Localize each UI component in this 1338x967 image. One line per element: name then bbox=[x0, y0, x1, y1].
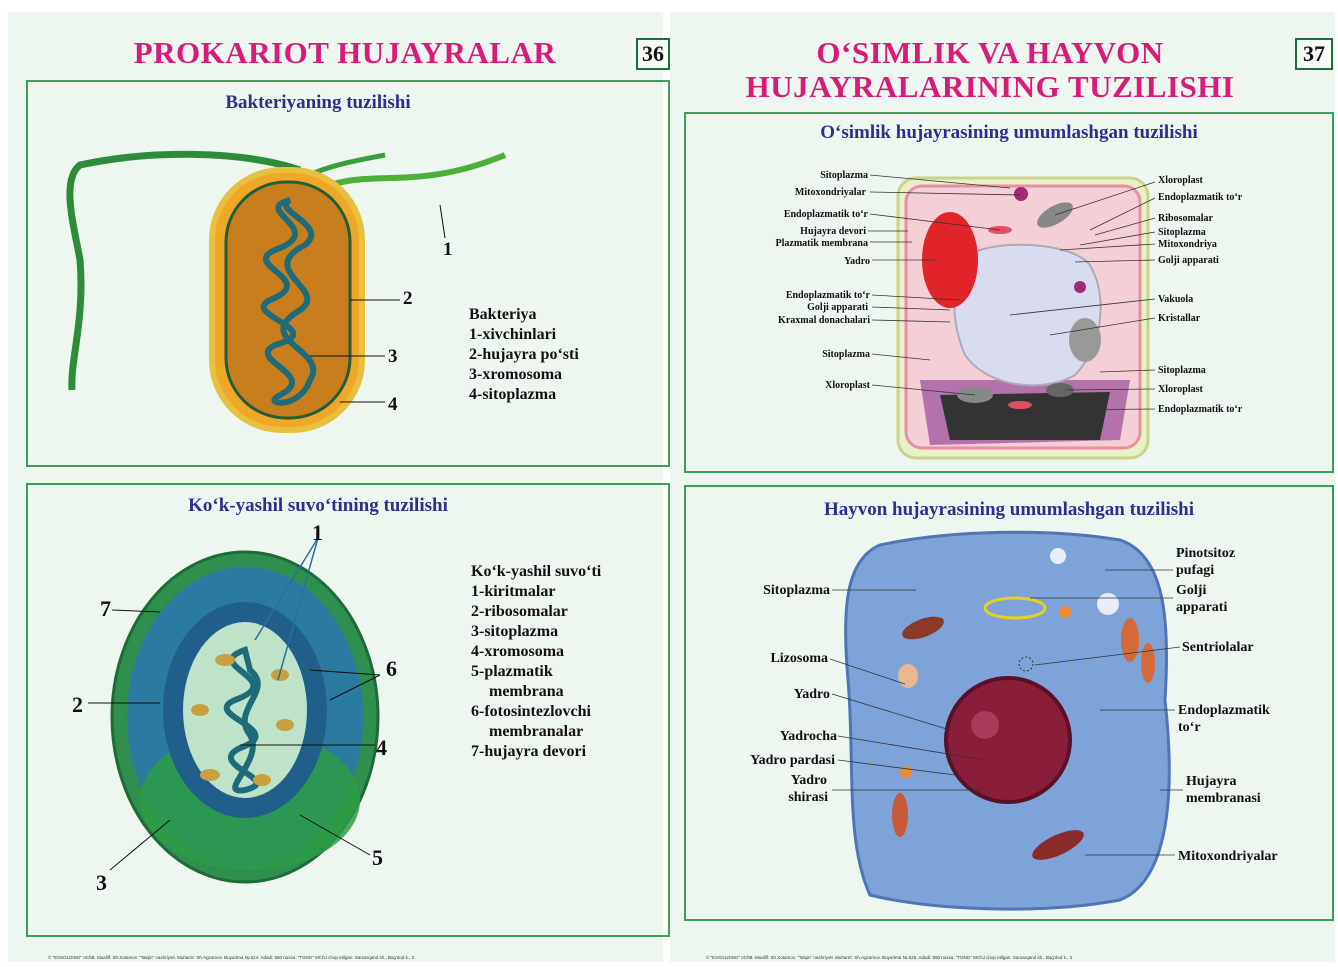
algae-panel-title: Ko‘k-yashil suvo‘tining tuzilishi bbox=[0, 495, 668, 517]
plant-panel-title: O‘simlik hujayrasining umumlashgan tuzil… bbox=[686, 122, 1332, 144]
left-page-number: 36 bbox=[636, 38, 670, 70]
legend-line: 4-xromosoma bbox=[471, 642, 601, 662]
bacteria-panel-title: Bakteriyaning tuzilishi bbox=[0, 92, 668, 114]
bacteria-legend: Bakteriya 1-xivchinlari 2-hujayra po‘sti… bbox=[469, 305, 579, 405]
left-footer: © "EXSOLDING" IIChB. Muallif: Sh.Xotamov… bbox=[48, 955, 414, 960]
legend-line: 2-ribosomalar bbox=[471, 602, 601, 622]
legend-line: Bakteriya bbox=[469, 305, 579, 325]
animal-panel-title: Hayvon hujayrasining umumlashgan tuzilis… bbox=[686, 499, 1332, 521]
legend-line: 1-xivchinlari bbox=[469, 325, 579, 345]
legend-line: membranalar bbox=[471, 722, 601, 742]
legend-line: 6-fotosintezlovchi bbox=[471, 702, 601, 722]
legend-line: 5-plazmatik bbox=[471, 662, 601, 682]
right-footer: © "EXSOLDING" IIChB. Muallif: Sh.Xotamov… bbox=[706, 955, 1072, 960]
legend-line: 4-sitoplazma bbox=[469, 385, 579, 405]
algae-legend: Ko‘k-yashil suvo‘ti 1-kiritmalar 2-ribos… bbox=[471, 562, 601, 762]
right-page-title-line2: HUJAYRALARINING TUZILISHI bbox=[700, 70, 1280, 104]
plant-panel: O‘simlik hujayrasining umumlashgan tuzil… bbox=[684, 112, 1334, 473]
legend-line: 7-hujayra devori bbox=[471, 742, 601, 762]
legend-line: 1-kiritmalar bbox=[471, 582, 601, 602]
right-page-title-line1: O‘SIMLIK VA HAYVON bbox=[700, 36, 1280, 70]
legend-line: 3-sitoplazma bbox=[471, 622, 601, 642]
right-page-number: 37 bbox=[1295, 38, 1333, 70]
animal-panel: Hayvon hujayrasining umumlashgan tuzilis… bbox=[684, 485, 1334, 921]
legend-line: Ko‘k-yashil suvo‘ti bbox=[471, 562, 601, 582]
bacteria-panel: Bakteriyaning tuzilishi bbox=[26, 80, 670, 467]
legend-line: membrana bbox=[471, 682, 601, 702]
legend-line: 3-xromosoma bbox=[469, 365, 579, 385]
legend-line: 2-hujayra po‘sti bbox=[469, 345, 579, 365]
left-page-title: PROKARIOT HUJAYRALAR bbox=[120, 36, 570, 70]
